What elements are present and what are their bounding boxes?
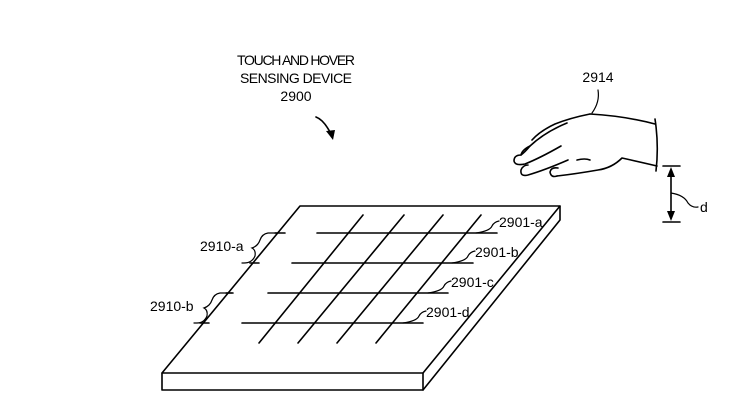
title-ref: 2900 xyxy=(280,88,311,104)
sense-columns xyxy=(258,214,482,344)
label-2910-a: 2910-a xyxy=(200,238,244,254)
hand-leader xyxy=(591,89,599,114)
column-line xyxy=(297,214,405,344)
label-2910-b: 2910-b xyxy=(150,298,194,314)
title-line2: SENSING DEVICE xyxy=(240,70,352,86)
sensing-plate xyxy=(161,205,561,391)
label-2901-b: 2901-b xyxy=(475,244,519,260)
distance-arrow xyxy=(662,165,699,223)
column-line xyxy=(375,214,482,344)
row-leaders xyxy=(402,220,500,324)
group-brackets xyxy=(193,232,279,324)
label-2901-d: 2901-d xyxy=(426,304,470,320)
column-line xyxy=(336,214,444,344)
title-pointer-arrow xyxy=(315,116,335,140)
label-2901-a: 2901-a xyxy=(499,214,543,230)
label-distance: d xyxy=(700,199,708,215)
label-2901-c: 2901-c xyxy=(451,274,494,290)
hand-illustration xyxy=(513,113,659,178)
column-line xyxy=(258,214,364,344)
device-title: TOUCH AND HOVER SENSING DEVICE 2900 xyxy=(237,52,355,104)
title-line1: TOUCH AND HOVER xyxy=(237,52,355,68)
label-2914: 2914 xyxy=(582,69,613,85)
